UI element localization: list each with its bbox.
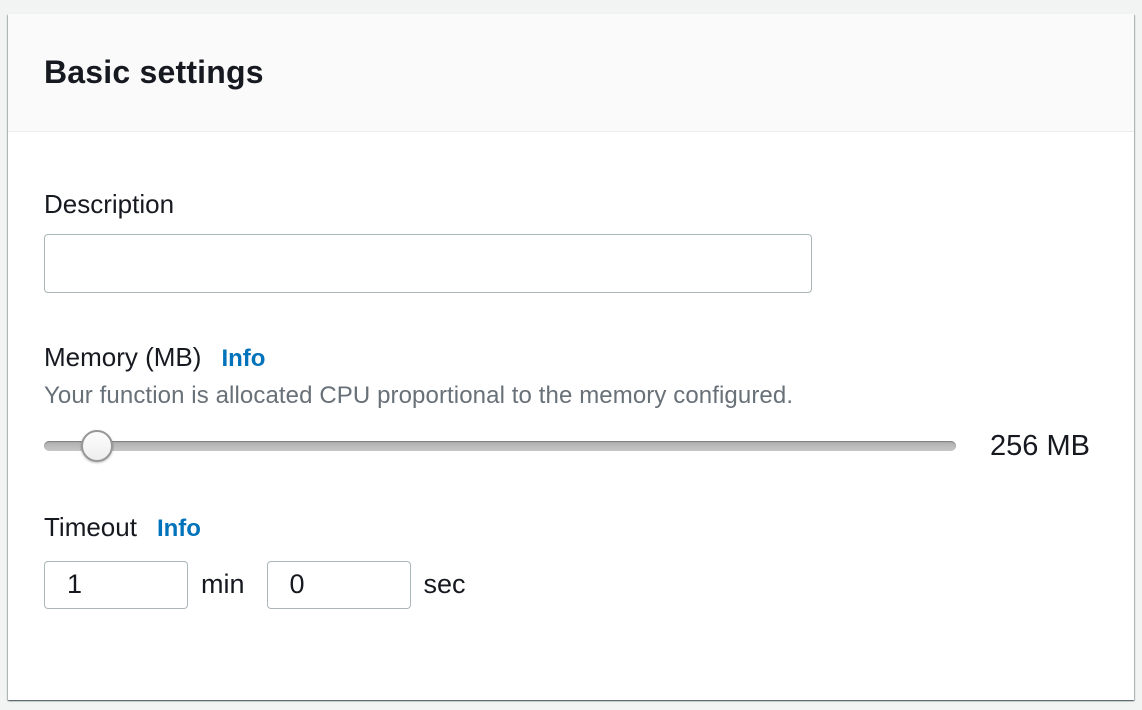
memory-field-group: Memory (MB) Info Your function is alloca…: [44, 341, 1098, 463]
memory-label-row: Memory (MB) Info: [44, 341, 1098, 373]
timeout-seconds-unit-label: sec: [423, 569, 466, 600]
panel-body: Description Memory (MB) Info Your functi…: [8, 132, 1134, 609]
timeout-info-link[interactable]: Info: [156, 514, 201, 542]
basic-settings-panel: Basic settings Description Memory (MB) I…: [8, 14, 1134, 700]
timeout-field-group: Timeout Info min sec: [44, 511, 1098, 609]
memory-help-text: Your function is allocated CPU proportio…: [44, 381, 794, 409]
memory-value-label: 256 MB: [990, 429, 1090, 462]
description-label: Description: [44, 189, 175, 219]
memory-slider-handle[interactable]: [80, 430, 113, 463]
memory-slider-row: 256 MB: [44, 430, 1098, 463]
timeout-inputs-row: min sec: [44, 560, 1098, 609]
timeout-seconds-input[interactable]: [266, 560, 411, 609]
description-field-group: Description: [44, 190, 1098, 293]
memory-info-link[interactable]: Info: [221, 344, 266, 372]
timeout-minutes-unit-label: min: [201, 569, 245, 600]
panel-header: Basic settings: [8, 14, 1134, 132]
memory-slider-track: [44, 441, 957, 452]
memory-label: Memory (MB): [44, 341, 202, 372]
panel-title: Basic settings: [44, 54, 264, 90]
timeout-label: Timeout: [44, 511, 137, 542]
timeout-minutes-input[interactable]: [44, 560, 188, 609]
memory-slider[interactable]: [44, 430, 957, 463]
timeout-label-row: Timeout Info: [44, 511, 1098, 543]
description-input[interactable]: [44, 233, 812, 293]
